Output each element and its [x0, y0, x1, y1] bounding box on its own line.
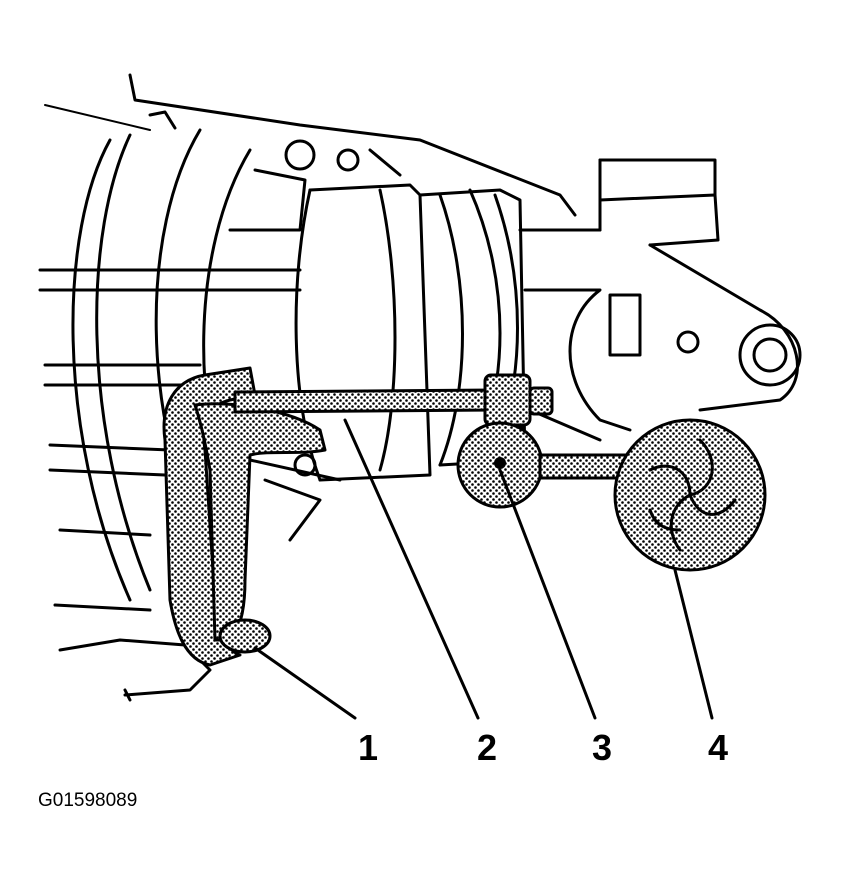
transmission-housing	[38, 73, 802, 702]
leader-line-3	[498, 468, 597, 720]
threaded-rod	[233, 373, 554, 427]
figure-id: G01598089	[38, 790, 137, 811]
leader-line-1	[253, 646, 357, 720]
leader-line-4	[673, 568, 714, 720]
callout-labels: 1 2 3 4	[358, 727, 728, 768]
callout-label-2: 2	[477, 727, 497, 768]
callout-label-1: 1	[358, 727, 378, 768]
leader-lines	[253, 418, 714, 720]
adapter-knob	[456, 421, 637, 509]
callout-label-3: 3	[592, 727, 612, 768]
leader-line-2	[343, 418, 480, 720]
handle-wheel	[613, 418, 767, 572]
callout-label-4: 4	[708, 727, 728, 768]
